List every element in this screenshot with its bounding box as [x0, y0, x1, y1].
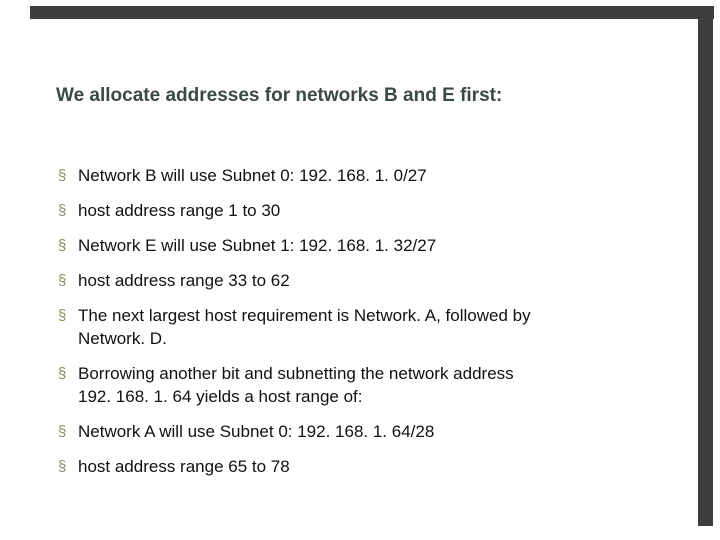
section-bullet-icon: §: [58, 237, 67, 254]
section-bullet-icon: §: [58, 423, 67, 440]
bullet-text: host address range 65 to 78: [78, 457, 290, 476]
section-bullet-icon: §: [58, 167, 67, 184]
bullet-item: § host address range 33 to 62: [56, 269, 622, 292]
bullet-item: § Network B will use Subnet 0: 192. 168.…: [56, 164, 622, 187]
bullet-item: § Borrowing another bit and subnetting t…: [56, 362, 622, 408]
bullet-list: § Network B will use Subnet 0: 192. 168.…: [56, 164, 622, 490]
bullet-item: § The next largest host requirement is N…: [56, 304, 622, 350]
bullet-text: Network A will use Subnet 0: 192. 168. 1…: [78, 422, 435, 441]
bullet-item: § host address range 65 to 78: [56, 455, 622, 478]
bullet-item: § Network A will use Subnet 0: 192. 168.…: [56, 420, 622, 443]
bullet-text: host address range 33 to 62: [78, 271, 290, 290]
section-bullet-icon: §: [58, 365, 67, 382]
right-border-bar: [698, 6, 713, 526]
bullet-text: Network E will use Subnet 1: 192. 168. 1…: [78, 236, 437, 255]
bullet-item: § Network E will use Subnet 1: 192. 168.…: [56, 234, 622, 257]
bullet-text: Network B will use Subnet 0: 192. 168. 1…: [78, 166, 427, 185]
slide-title: We allocate addresses for networks B and…: [56, 85, 503, 106]
section-bullet-icon: §: [58, 307, 67, 324]
section-bullet-icon: §: [58, 458, 67, 475]
bullet-item: § host address range 1 to 30: [56, 199, 622, 222]
bullet-text: The next largest host requirement is Net…: [78, 306, 531, 348]
section-bullet-icon: §: [58, 272, 67, 289]
bullet-text: Borrowing another bit and subnetting the…: [78, 364, 514, 406]
top-border-bar: [30, 6, 714, 19]
section-bullet-icon: §: [58, 202, 67, 219]
bullet-text: host address range 1 to 30: [78, 201, 281, 220]
